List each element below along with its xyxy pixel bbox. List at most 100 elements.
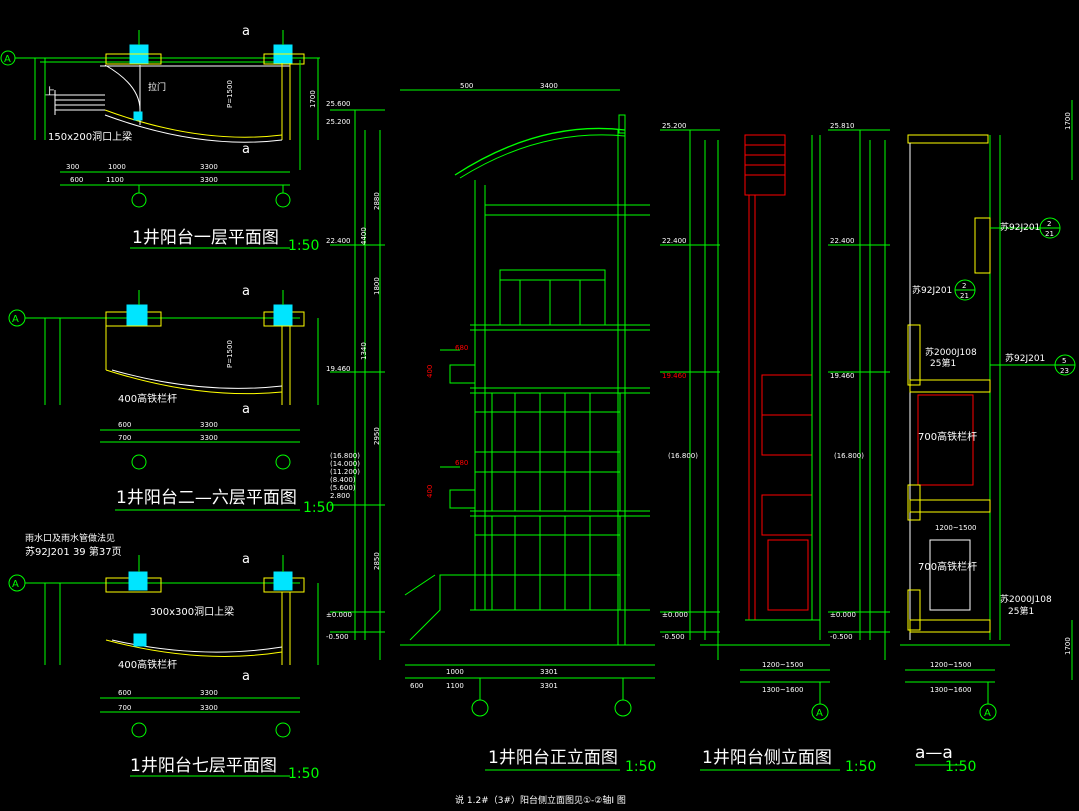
dim-3300-plan3: 3300 [200, 689, 218, 697]
axis-a-side: A [816, 708, 823, 719]
dim-1700-section-right-b: 1700 [1064, 637, 1072, 655]
axis-a-small-plan2-top: a [242, 284, 250, 299]
dim-3400-front: 3400 [540, 82, 558, 90]
dim-400b-front: 400 [426, 485, 434, 498]
title-plan2: 1井阳台二—六层平面图 [116, 488, 297, 508]
title-plan1: 1井阳台一层平面图 [132, 228, 279, 248]
elev-5600: (5.600) [330, 484, 356, 492]
detail-2b: 2 [962, 282, 966, 290]
dim-1200-1500-side: 1200~1500 [762, 661, 804, 669]
dim-p1500-plan2: P=1500 [226, 340, 234, 368]
detail-21b: 21 [960, 292, 969, 300]
dim-400a-front: 400 [426, 365, 434, 378]
dim-3301-front: 3301 [540, 682, 558, 690]
title-side-elevation: 1井阳台侧立面图 [702, 748, 832, 768]
elev-minus-0500-side: -0.500 [662, 633, 685, 641]
dim-3300b-plan3: 3300 [200, 704, 218, 712]
dim-1300-1600-section: 1300~1600 [930, 686, 972, 694]
dim-3300b-plan2: 3300 [200, 434, 218, 442]
elev-000: ±0.000 [326, 611, 352, 619]
scale-plan2: 1:50 [303, 500, 334, 516]
ref-j201-a: 苏92J201 [1000, 221, 1040, 233]
elev-19460-section: 19.460 [830, 372, 855, 380]
dim-1200-1500-section: 1200~1500 [930, 661, 972, 669]
rail-400-note-plan2: 400高铁栏杆 [118, 392, 177, 405]
dim-4400-left: 4400 [360, 227, 368, 245]
detail-2: 2 [1047, 220, 1051, 228]
drain-note: 雨水口及雨水管做法见 [25, 532, 115, 544]
dim-1000-front: 1000 [446, 668, 464, 676]
elev-16800: (16.800) [330, 452, 360, 460]
dim-2850-left: 2850 [373, 552, 381, 570]
dim-600-plan3: 600 [118, 689, 131, 697]
drain-ref: 苏92J201 39 第37页 [25, 545, 122, 558]
dim-1100-plan1: 1100 [106, 176, 124, 184]
dim-p1500-plan1: P=1500 [226, 80, 234, 108]
dim-1200-1500-section-mid: 1200~1500 [935, 524, 977, 532]
dim-1800-left: 1800 [373, 277, 381, 295]
dim-1340-left: 1340 [360, 342, 368, 360]
detail-23: 23 [1060, 367, 1069, 375]
dim-680b-front: 680 [455, 459, 468, 467]
dim-1300-1600-side: 1300~1600 [762, 686, 804, 694]
axis-a-label-plan2: A [12, 314, 19, 325]
dim-1700-section-right: 1700 [1064, 112, 1072, 130]
axis-a-small-plan1-top: a [242, 24, 250, 39]
elev-11200: (11.200) [330, 468, 360, 476]
elev-14000: (14.000) [330, 460, 360, 468]
axis-a-small-plan3-bottom: a [242, 669, 250, 684]
dim-3300b-plan1: 3300 [200, 176, 218, 184]
sliding-door-label: 拉门 [148, 81, 166, 93]
rail-700-note-a: 700高铁栏杆 [918, 430, 977, 443]
scale-front-elevation: 1:50 [625, 759, 656, 775]
elev-19460: 19.460 [326, 365, 351, 373]
dim-3301b-front: 3301 [540, 668, 558, 676]
elev-25200-side: 25.200 [662, 122, 687, 130]
stair-up-label: 上 [45, 86, 55, 98]
plan-second-sixth [8, 290, 319, 511]
elev-16800-section: (16.800) [834, 452, 864, 460]
title-plan3: 1井阳台七层平面图 [130, 756, 277, 776]
hole-300-note: 300x300洞口上梁 [150, 605, 234, 618]
dim-1700-plan1: 1700 [309, 90, 317, 108]
axis-a-small-plan1-bottom: a [242, 142, 250, 157]
elev-000-section: ±0.000 [830, 611, 856, 619]
detail-21a: 21 [1045, 230, 1054, 238]
dim-700-plan3: 700 [118, 704, 131, 712]
elev-2800: 2.800 [330, 492, 350, 500]
elev-minus-0500: -0.500 [326, 633, 349, 641]
axis-a-small-plan2-bottom: a [242, 402, 250, 417]
elev-minus-0500-section: -0.500 [830, 633, 853, 641]
detail-5: 5 [1062, 357, 1066, 365]
scale-plan1: 1:50 [288, 238, 319, 254]
ref-j108-b: 苏2000J108 [1000, 593, 1052, 605]
elev-8400: (8.400) [330, 476, 356, 484]
ref-j201-b: 苏92J201 [912, 284, 952, 296]
dim-2880-left: 2880 [373, 192, 381, 210]
elevation-level-ruler-left [330, 109, 385, 660]
dim-700-plan2: 700 [118, 434, 131, 442]
dim-600-plan2: 600 [118, 421, 131, 429]
rail-700-note-b: 700高铁栏杆 [918, 560, 977, 573]
front-elevation [400, 89, 655, 771]
elev-22400-section: 22.400 [830, 237, 855, 245]
hole-150-note: 150x200洞口上梁 [48, 130, 132, 143]
plan-seventh [8, 555, 319, 777]
scale-side-elevation: 1:50 [845, 759, 876, 775]
dim-1100-front: 1100 [446, 682, 464, 690]
elev-22400-side: 22.400 [662, 237, 687, 245]
elev-000-side: ±0.000 [662, 611, 688, 619]
scale-section-a-a: 1:50 [945, 759, 976, 775]
elev-19460-side: 19.460 [662, 372, 687, 380]
elev-16800-side: (16.800) [668, 452, 698, 460]
dim-3300-plan2: 3300 [200, 421, 218, 429]
plan-first-floor [0, 30, 320, 249]
axis-a-section: A [984, 708, 991, 719]
ref-j201-c: 苏92J201 [1005, 352, 1045, 364]
axis-a-small-plan3-top: a [242, 552, 250, 567]
ref-j108-a: 苏2000J108 [925, 346, 977, 358]
dim-2950-left: 2950 [373, 427, 381, 445]
axis-a-label-plan1: A [4, 54, 11, 65]
scale-plan3: 1:50 [288, 766, 319, 782]
